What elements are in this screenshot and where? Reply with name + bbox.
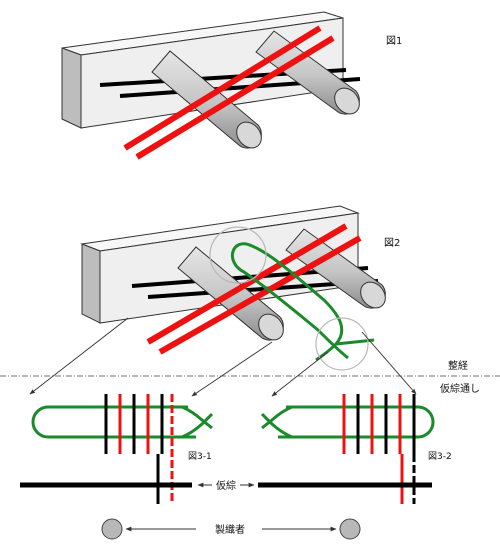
cross-highlight-circles — [209, 226, 369, 371]
figure-3-2: 図3-2 — [260, 394, 452, 504]
green-loop — [278, 405, 435, 439]
weaver-marker-right — [339, 518, 361, 540]
warp-threads-3-2 — [342, 394, 416, 504]
warp-setting-label: 整経 — [448, 359, 468, 372]
temporary-threading-label: 仮綜通し — [440, 382, 480, 395]
figure-2: 図2 — [80, 205, 400, 371]
weaver-label: 製織者 — [215, 523, 245, 536]
figure-3-2-label: 図3-2 — [428, 451, 452, 462]
red-warp-threads — [123, 25, 335, 160]
red-warp-threads — [146, 223, 362, 355]
temporary-heddle-label: 仮綜 — [216, 479, 236, 492]
figure-2-label: 図2 — [384, 237, 400, 249]
figure-3-1: 図3-1 — [31, 394, 214, 504]
green-loop — [31, 405, 196, 439]
weaver-marker-left — [101, 518, 123, 540]
leader-arrows — [29, 317, 417, 397]
figure-1: 図1 — [61, 11, 402, 160]
weaver-row: 製織者 — [101, 518, 361, 540]
figure-1-label: 図1 — [386, 35, 402, 47]
temporary-heddle-bars: 仮綜 — [20, 479, 432, 492]
figure-3-1-label: 図3-1 — [188, 451, 212, 462]
